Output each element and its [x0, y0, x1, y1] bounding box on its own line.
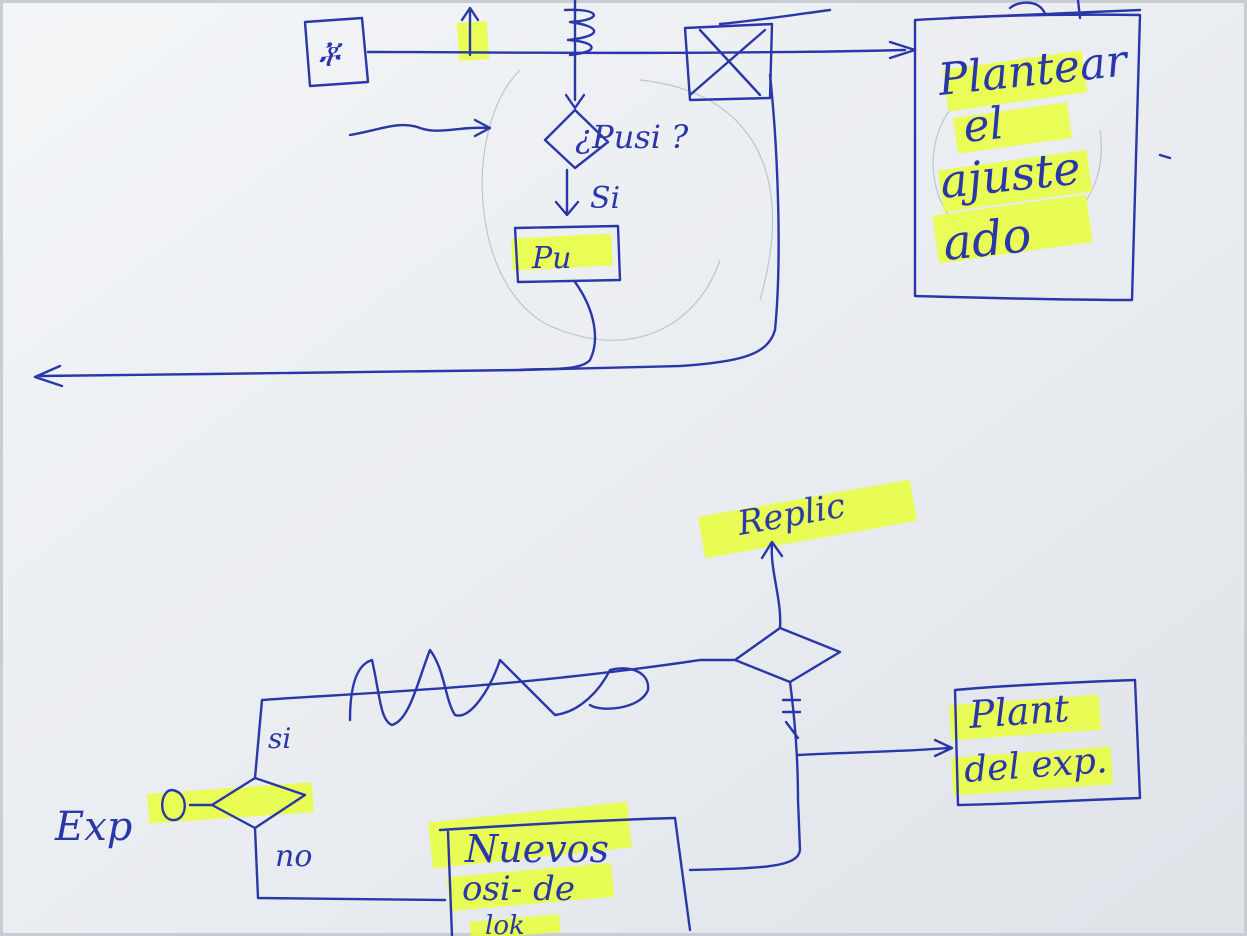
start-node [161, 788, 186, 822]
nuevos-label: Nuevos [464, 827, 609, 871]
plant-label: Plant [967, 686, 1072, 737]
decision-diamond-top [543, 108, 610, 170]
bottom-flow [161, 540, 1142, 936]
box-top-middle [683, 22, 774, 102]
el-label: el [961, 98, 1006, 153]
lok-label: lok [485, 911, 525, 936]
process-box-pu [513, 224, 622, 284]
top-flow [33, 0, 1172, 388]
exp-label: Exp [54, 804, 132, 850]
wave-scribble [348, 648, 650, 727]
no-label: no [275, 839, 312, 874]
decision-diamond-right [733, 626, 842, 684]
return-line [38, 368, 522, 378]
osi-de-label: osi- de [462, 869, 575, 909]
yes-label-top: Si [590, 181, 620, 216]
process-box-plant [953, 678, 1142, 807]
scribble-node [563, 0, 596, 102]
input-box [303, 16, 370, 88]
side-arrow [348, 118, 492, 138]
top-connector [366, 48, 907, 55]
ado-label: ado [940, 207, 1034, 272]
process-box-nuevos [438, 816, 692, 936]
decision-diamond-left [210, 776, 307, 830]
up-arrow [460, 6, 480, 57]
pu-box-label: Pu [531, 241, 572, 276]
highlighter-marks [147, 20, 1114, 936]
si-label-bottom: si [268, 722, 291, 755]
input-box-symbol: ቾ [318, 36, 343, 74]
del-exp-label: del exp. [963, 740, 1109, 791]
question-label: ¿Pusi ? [575, 118, 689, 156]
